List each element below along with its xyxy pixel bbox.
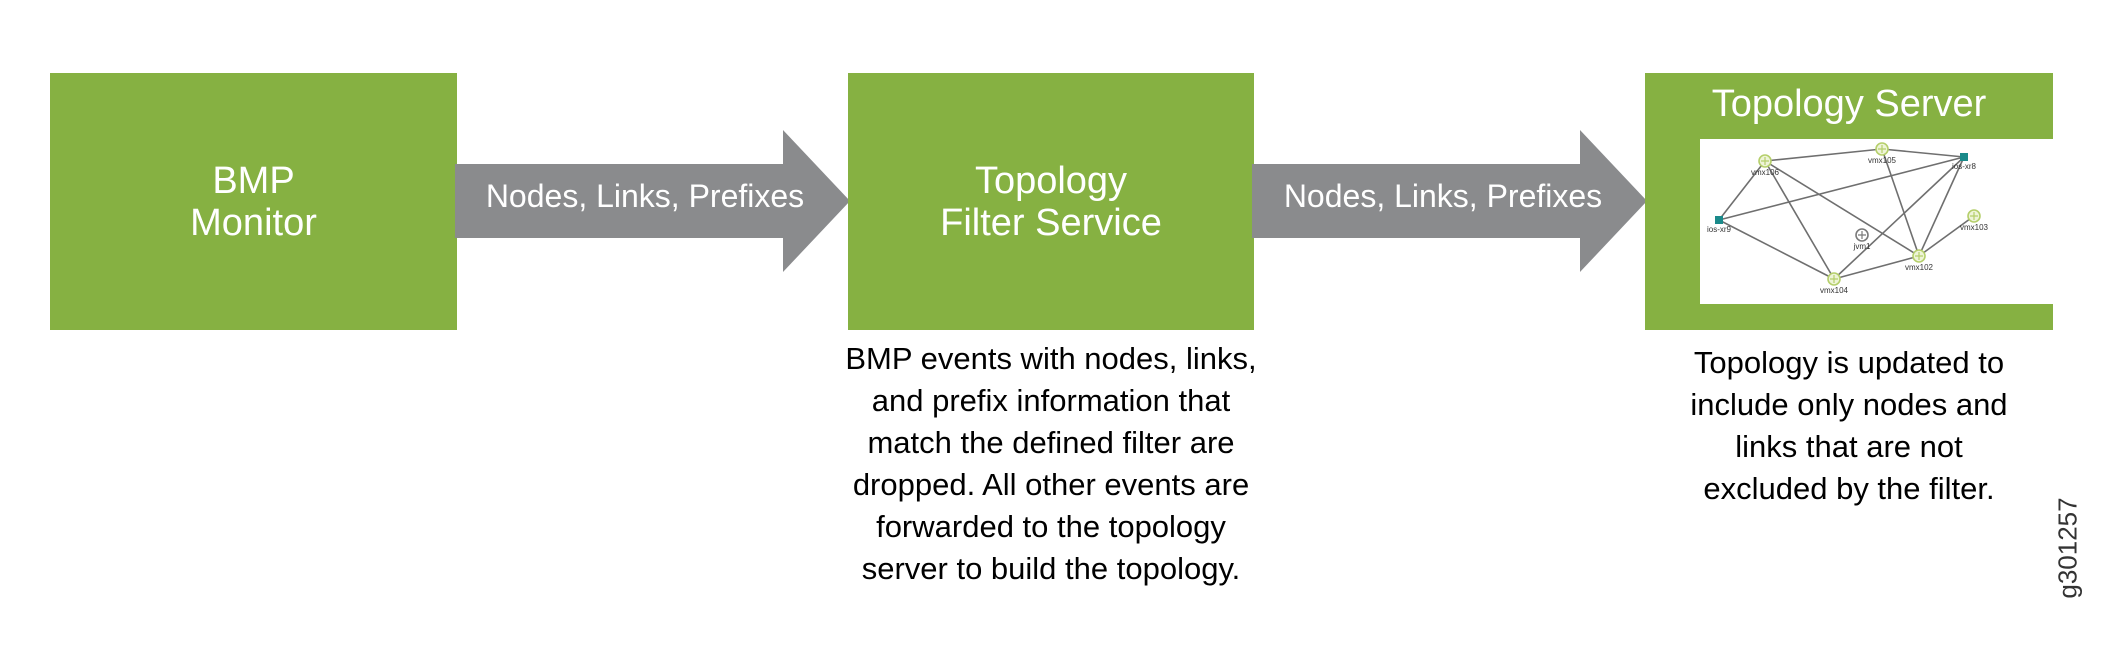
flow-arrow-2 <box>1252 130 1647 272</box>
topology-node-label: vmx105 <box>1868 156 1897 165</box>
topology-node-ios-xr9: ios-xr9 <box>1707 216 1732 234</box>
topology-node-vmx105: vmx105 <box>1868 142 1897 165</box>
node-cross-mark <box>1915 252 1923 260</box>
topology-node-label: vmx102 <box>1905 263 1934 272</box>
topology-link-ios-xr9-vmx104 <box>1718 219 1835 280</box>
topology-node-vmx102: vmx102 <box>1905 249 1934 272</box>
bmp-monitor-label: BMP Monitor <box>190 159 317 244</box>
topology-node-label: ios-xr8 <box>1952 162 1977 171</box>
topology-link-ios-xr9-ios-xr8 <box>1718 156 1965 221</box>
topology-node-label: vmx103 <box>1960 223 1989 232</box>
node-cross-mark <box>1830 275 1838 283</box>
topology-link-vmx105-vmx102 <box>1881 148 1920 257</box>
switch-icon <box>1715 216 1723 224</box>
topology-link-vmx105-ios-xr8 <box>1881 148 1965 158</box>
topology-link-vmx104-vmx102 <box>1833 255 1920 280</box>
topology-graph-canvas: vmx106 vmx105 ios-xr8 ios-xr9 jvm1 vmx103 vmx1… <box>1707 142 1989 295</box>
topology-node-jvm1: jvm1 <box>1853 228 1871 251</box>
bmp-monitor-box: BMP Monitor <box>50 73 457 330</box>
filter-service-caption: BMP events with nodes, links, and prefix… <box>845 341 1257 586</box>
node-cross-mark <box>1858 231 1866 239</box>
topology-node-ios-xr8: ios-xr8 <box>1952 153 1977 171</box>
topology-link-vmx104-ios-xr8 <box>1833 156 1965 280</box>
node-cross-mark <box>1878 145 1886 153</box>
flow-arrow-1-label: Nodes, Links, Prefixes <box>485 178 805 214</box>
flow-arrow-1 <box>455 130 850 272</box>
topology-graph: vmx106 vmx105 ios-xr8 ios-xr9 jvm1 vmx103 vmx1… <box>1700 139 2069 304</box>
topology-node-vmx103: vmx103 <box>1960 209 1989 232</box>
topology-link-vmx106-ios-xr9 <box>1718 160 1766 221</box>
topology-link-vmx102-vmx103 <box>1918 215 1975 257</box>
node-cross-mark <box>1970 212 1978 220</box>
flow-arrow-2-label: Nodes, Links, Prefixes <box>1283 178 1603 214</box>
topology-node-label: vmx106 <box>1751 168 1780 177</box>
topology-link-vmx106-vmx104 <box>1764 160 1835 280</box>
filter-service-box: Topology Filter Service <box>848 73 1254 330</box>
topology-link-vmx102-ios-xr8 <box>1918 156 1965 257</box>
topology-link-vmx106-vmx105 <box>1764 148 1883 162</box>
topology-node-vmx104: vmx104 <box>1820 272 1849 295</box>
node-cross-mark <box>1761 157 1769 165</box>
topology-link-vmx106-vmx102 <box>1764 160 1920 257</box>
topology-node-label: vmx104 <box>1820 286 1849 295</box>
topology-node-label: ios-xr9 <box>1707 225 1732 234</box>
figure-id: g301257 <box>2052 497 2083 599</box>
filter-service-label: Topology Filter Service <box>940 159 1162 244</box>
topology-node-label: jvm1 <box>1853 242 1871 251</box>
switch-icon <box>1960 153 1968 161</box>
topology-node-vmx106: vmx106 <box>1751 154 1780 177</box>
topology-server-title: Topology Server <box>1711 83 1987 125</box>
topology-server-caption: Topology is updated to include only node… <box>1690 345 2008 506</box>
